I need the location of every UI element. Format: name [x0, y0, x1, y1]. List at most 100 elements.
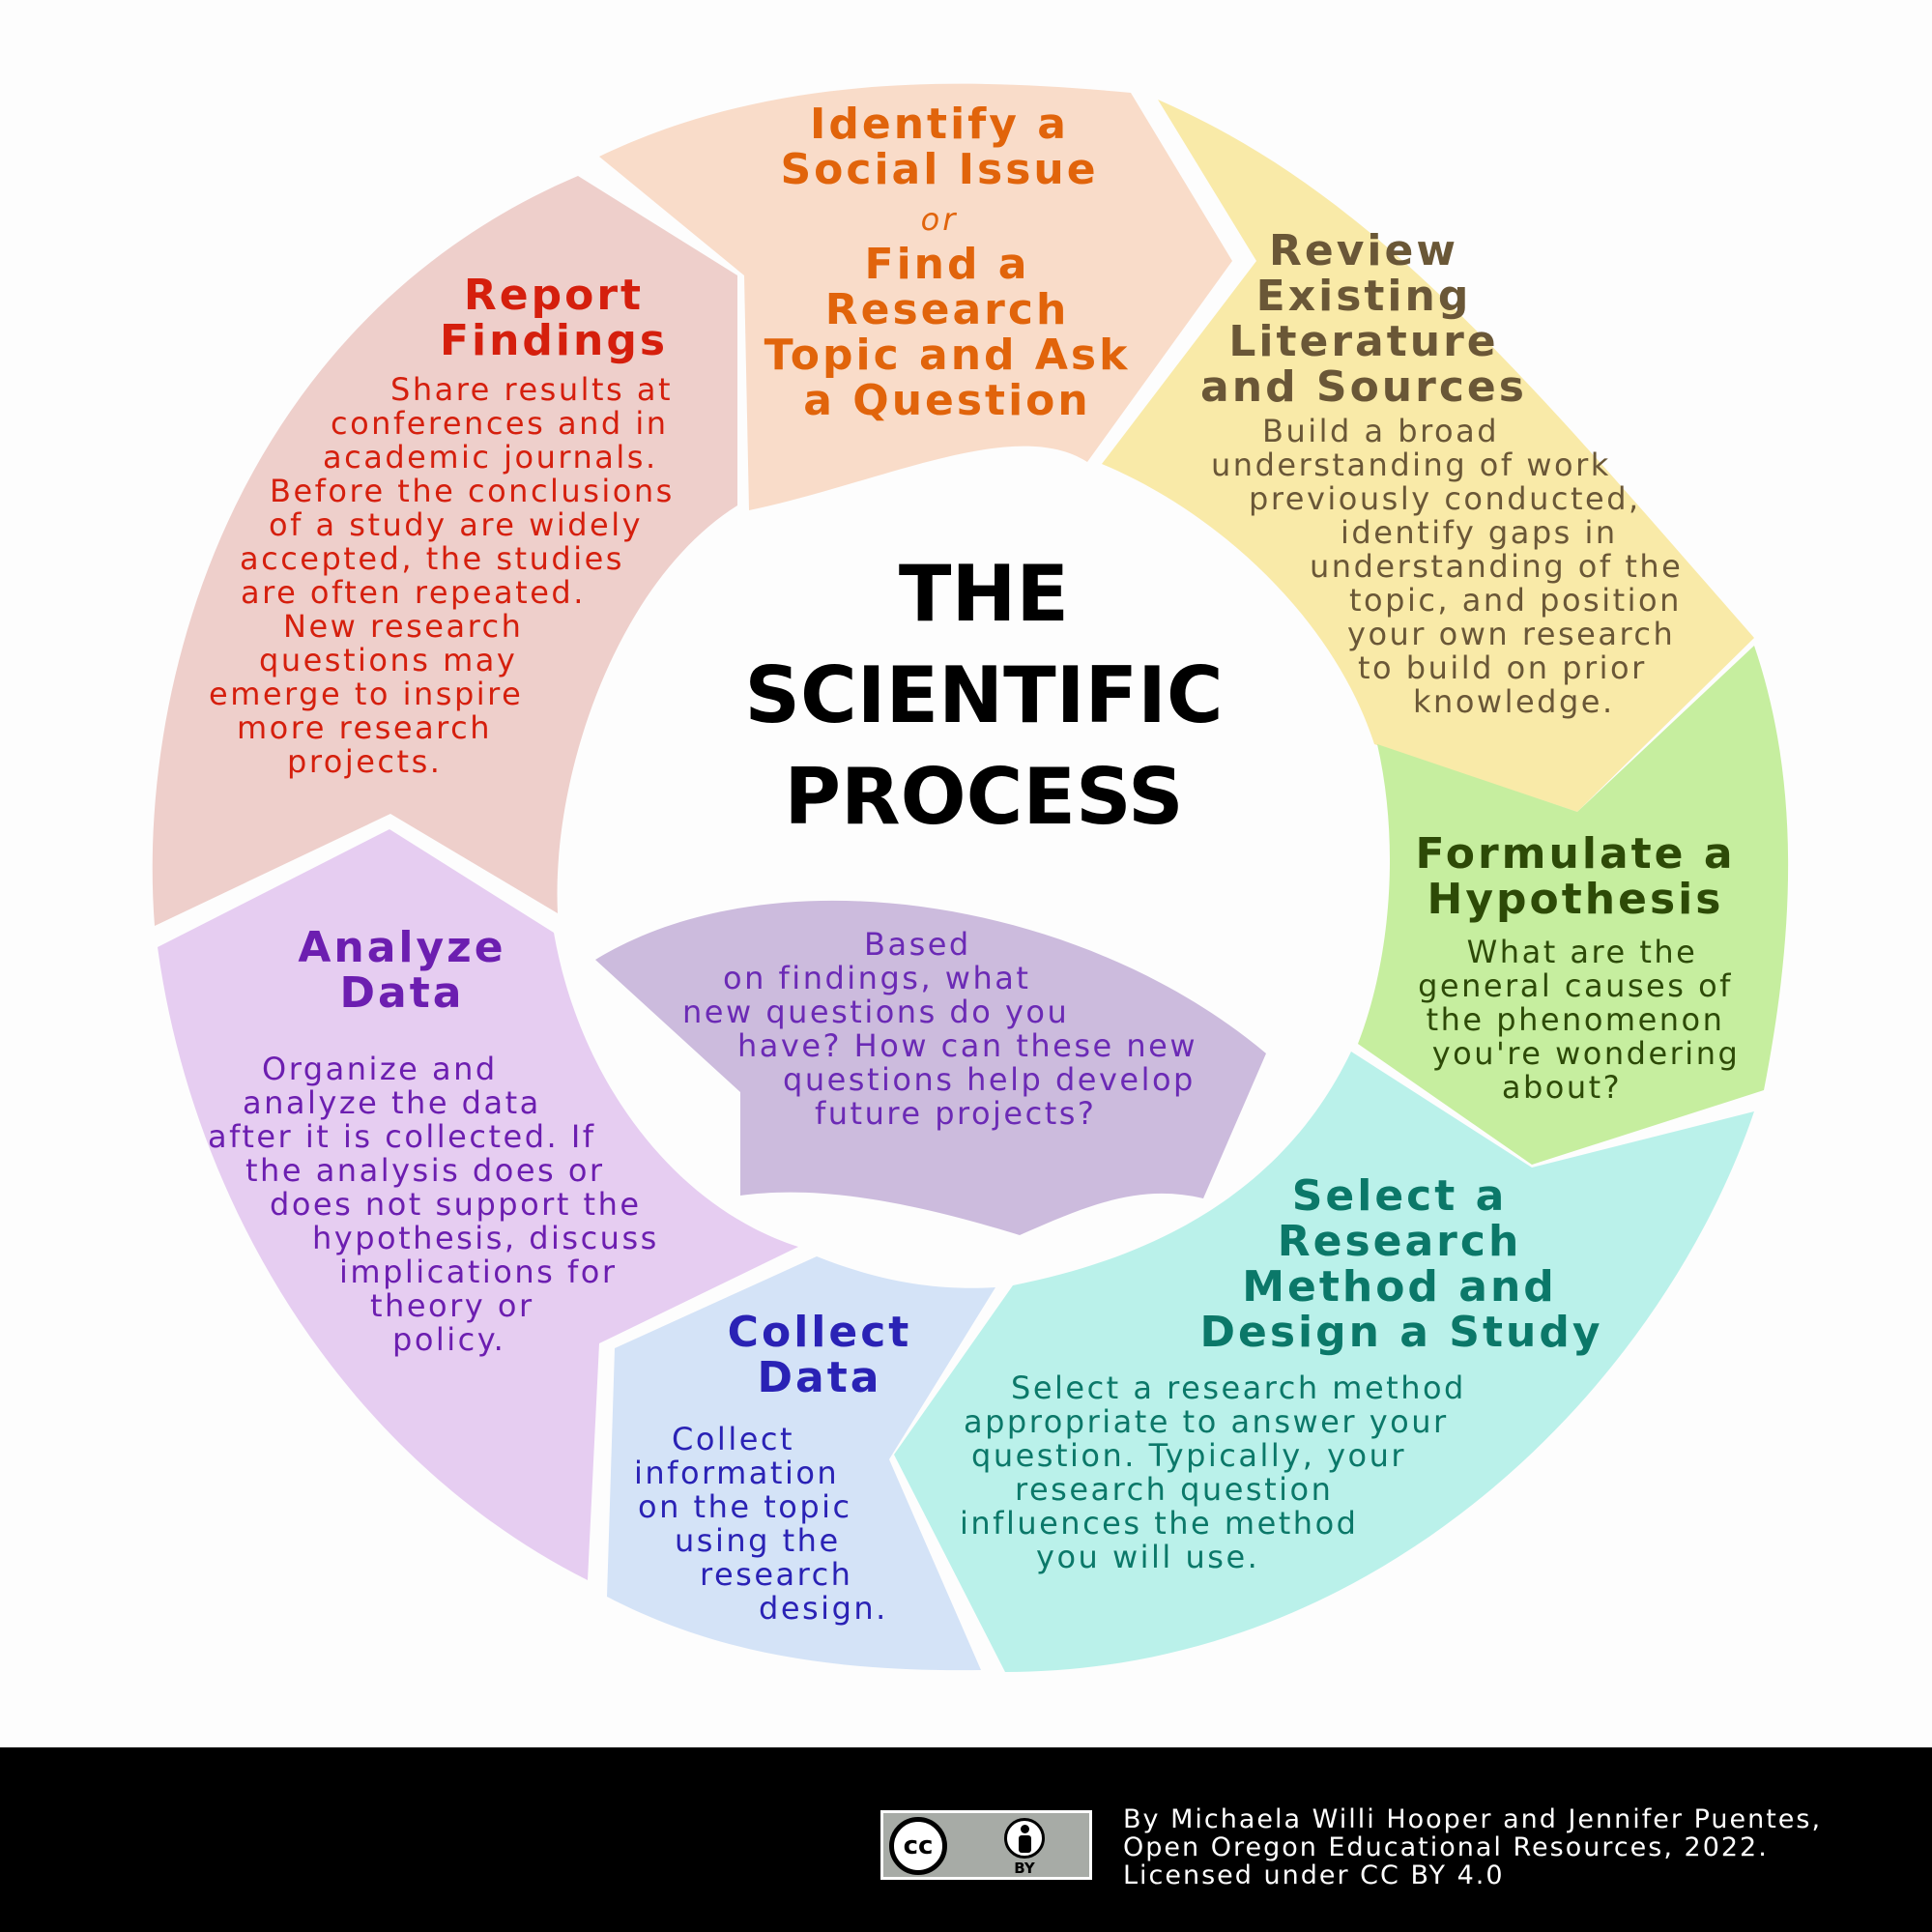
analyze-segment: [158, 829, 798, 1580]
inner-body-line: Based: [864, 926, 971, 963]
review-body-line: previously conducted,: [1249, 480, 1641, 517]
review-body-line: Build a broad: [1262, 413, 1499, 449]
review-body-line: to build on prior: [1358, 649, 1647, 686]
hypothesis-title-line: Hypothesis: [1427, 875, 1724, 924]
report-body-line: Before the conclusions: [270, 473, 675, 509]
report-segment: [152, 176, 737, 926]
identify-title-line6: a Question: [803, 376, 1090, 425]
method-body-line: research question: [1015, 1471, 1333, 1508]
collect-segment: [607, 1256, 995, 1671]
collect-body-line: Collect: [672, 1421, 794, 1457]
method-title-line: Design a Study: [1199, 1308, 1602, 1357]
report-body-line: more research: [237, 709, 492, 746]
analyze-title-line: Analyze: [298, 923, 505, 972]
scientific-process-cycle-diagram: THE SCIENTIFIC PROCESS Identify a Social…: [152, 83, 1789, 1672]
inner-body-line: have? How can these new: [737, 1027, 1197, 1064]
review-title-line: Review: [1269, 226, 1458, 275]
review-body-line: your own research: [1347, 616, 1675, 652]
report-body-line: questions may: [259, 642, 517, 678]
hypothesis-body-line: you're wondering: [1432, 1035, 1741, 1072]
center-title-line2: SCIENTIFIC: [744, 650, 1223, 740]
analyze-body-line: theory or: [370, 1287, 534, 1324]
analyze-body-line: Organize and: [262, 1051, 498, 1087]
collect-step: Collect Data Collect information on the …: [634, 1308, 912, 1627]
identify-step: Identify a Social Issue or Find a Resear…: [764, 100, 1131, 425]
method-body-line: Select a research method: [1011, 1370, 1466, 1406]
collect-body-line: research: [700, 1556, 852, 1593]
review-title-line: Existing: [1256, 272, 1472, 321]
review-title-line: Literature: [1228, 317, 1498, 366]
report-body-line: accepted, the studies: [240, 540, 624, 577]
cc-by-license-badge[interactable]: cc BY: [880, 1810, 1092, 1880]
collect-body-line: information: [634, 1455, 839, 1491]
inner-body-line: future projects?: [815, 1095, 1096, 1132]
review-title-line: and Sources: [1200, 362, 1527, 412]
hypothesis-segment: [1358, 646, 1789, 1165]
analyze-body-line: the analysis does or: [245, 1152, 605, 1189]
center-title-line1: THE: [899, 549, 1069, 639]
report-body-line: New research: [283, 608, 523, 645]
report-body-line: projects.: [287, 743, 442, 780]
by-badge-text: BY: [1014, 1860, 1035, 1877]
identify-title-line4: Research: [825, 285, 1070, 334]
report-body-line: academic journals.: [323, 439, 658, 476]
collect-title-line: Data: [758, 1353, 882, 1402]
credit-line: Open Oregon Educational Resources, 2022.: [1123, 1832, 1769, 1862]
creative-commons-icon: cc: [889, 1817, 947, 1875]
analyze-body-line: after it is collected. If: [208, 1118, 596, 1155]
report-body-line: conferences and in: [331, 405, 669, 442]
review-body-line: knowledge.: [1413, 683, 1615, 720]
method-body-line: question. Typically, your: [971, 1437, 1406, 1474]
credit-line: Licensed under CC BY 4.0: [1123, 1860, 1505, 1890]
method-step: Select a Research Method and Design a St…: [960, 1171, 1602, 1575]
report-body-line: Share results at: [390, 371, 673, 408]
review-body-line: identify gaps in: [1341, 514, 1618, 551]
identify-title-line3: Find a: [865, 240, 1030, 289]
center-title-line3: PROCESS: [784, 752, 1183, 842]
identify-title-line1: Identify a: [810, 100, 1069, 149]
report-body-line: are often repeated.: [241, 574, 586, 611]
hypothesis-body-line: the phenomenon: [1427, 1001, 1725, 1038]
analyze-body-line: does not support the: [270, 1186, 642, 1223]
collect-title-line: Collect: [728, 1308, 912, 1357]
review-body-line: understanding of the: [1310, 548, 1683, 585]
review-step: Review Existing Literature and Sources B…: [1200, 226, 1683, 720]
inner-body-line: questions help develop: [783, 1061, 1196, 1098]
report-step: Report Findings Share results at confere…: [209, 271, 675, 780]
collect-body-line: design.: [759, 1590, 888, 1627]
identify-connector: or: [921, 201, 959, 238]
inner-questions-step: Based on findings, what new questions do…: [682, 926, 1197, 1132]
method-title-line: Method and: [1242, 1262, 1557, 1312]
identify-title-line5: Topic and Ask: [764, 331, 1131, 380]
analyze-body-line: analyze the data: [243, 1084, 541, 1121]
collect-body-line: on the topic: [638, 1488, 852, 1525]
method-title-line: Select a: [1292, 1171, 1508, 1221]
cc-badge-text: cc: [903, 1831, 934, 1860]
hypothesis-body-line: about?: [1502, 1069, 1622, 1106]
analyze-title-line: Data: [340, 968, 465, 1018]
method-body-line: influences the method: [960, 1505, 1358, 1542]
hypothesis-body-line: general causes of: [1418, 967, 1733, 1004]
identify-title-line2: Social Issue: [780, 145, 1098, 194]
analyze-body-line: policy.: [392, 1321, 505, 1358]
method-body-line: you will use.: [1036, 1539, 1259, 1575]
report-title-line: Report: [464, 271, 644, 320]
method-title-line: Research: [1278, 1217, 1522, 1266]
analyze-body-line: implications for: [339, 1254, 618, 1290]
report-body-line: emerge to inspire: [209, 676, 523, 712]
analyze-step: Analyze Data Organize and analyze the da…: [208, 923, 659, 1358]
hypothesis-title-line: Formulate a: [1415, 829, 1735, 879]
inner-questions-shape: [595, 900, 1266, 1235]
method-segment: [894, 1052, 1754, 1672]
review-body-line: topic, and position: [1349, 582, 1682, 619]
attribution-person-icon: [1004, 1818, 1045, 1859]
inner-body-line: on findings, what: [723, 960, 1030, 996]
review-segment: [1102, 100, 1754, 812]
identify-segment: [599, 83, 1232, 510]
method-body-line: appropriate to answer your: [964, 1403, 1449, 1440]
analyze-body-line: hypothesis, discuss: [312, 1220, 659, 1256]
credit-line: By Michaela Willi Hooper and Jennifer Pu…: [1123, 1804, 1823, 1834]
report-body-line: of a study are widely: [269, 506, 643, 543]
credit-text: By Michaela Willi Hooper and Jennifer Pu…: [1123, 1805, 1822, 1889]
review-body-line: understanding of work: [1211, 447, 1611, 483]
